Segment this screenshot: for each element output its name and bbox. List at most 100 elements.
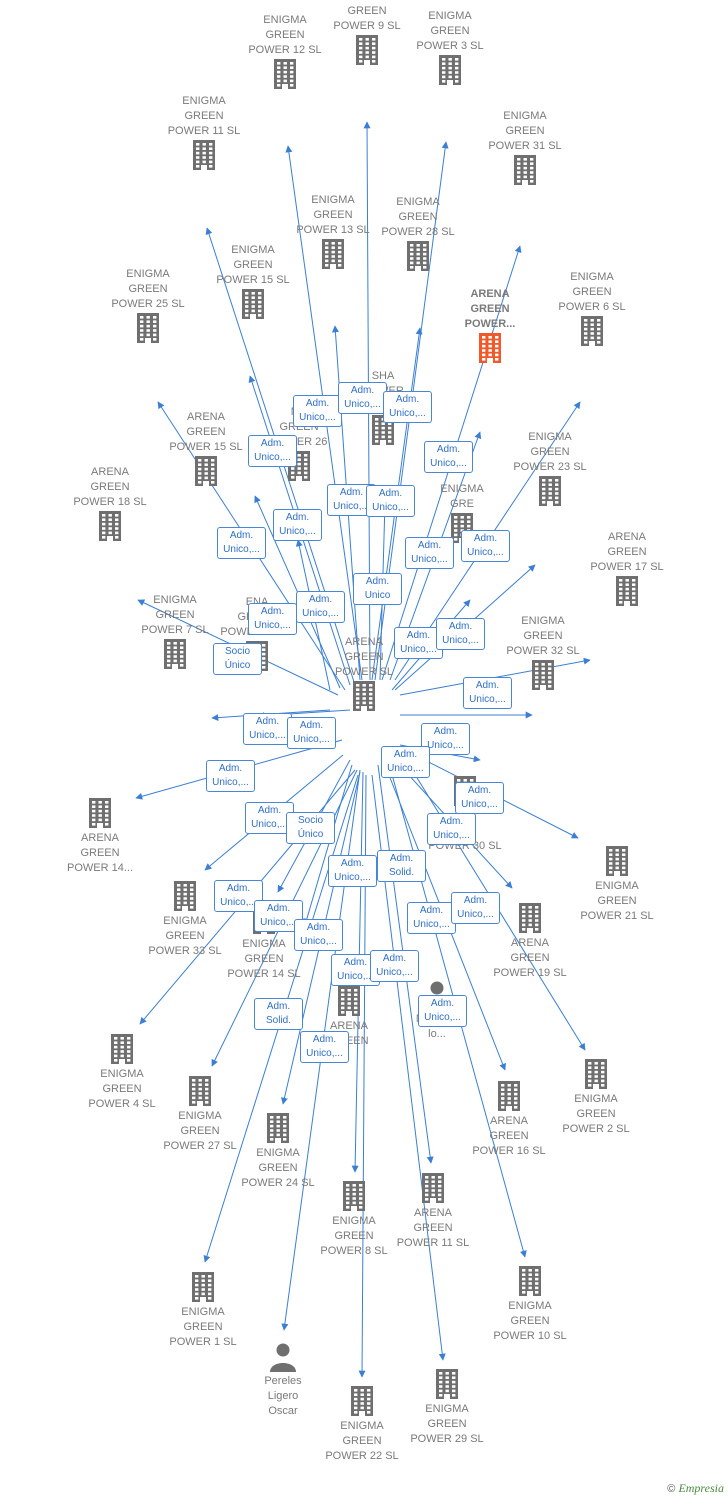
company-node[interactable]: ENIGMA GREEN POWER 8 SL	[299, 1180, 409, 1259]
link-arrow	[303, 764, 353, 926]
company-node[interactable]: ENIGMA GREEN POWER 25 SL	[93, 267, 203, 344]
building-icon	[130, 880, 240, 912]
role-tag[interactable]: Adm. Unico,...	[394, 627, 443, 659]
brand-logo-text[interactable]: Empresia	[678, 1481, 724, 1495]
node-label: ENIGMA GREEN POWER 33 SL	[148, 915, 222, 957]
building-icon	[55, 510, 165, 542]
role-tag[interactable]: Adm. Unico,...	[248, 603, 297, 635]
building-icon	[470, 154, 580, 186]
company-node[interactable]: ARENA GREEN POWER...	[435, 287, 545, 364]
node-label: Pereles Ligero Oscar	[264, 1375, 302, 1417]
role-tag[interactable]: Adm. Unico,...	[338, 382, 387, 414]
company-node[interactable]: ENIGMA GREEN POWER 11 SL	[149, 94, 259, 171]
company-node[interactable]: ENIGMA GREEN POWER 4 SL	[67, 1033, 177, 1112]
company-node[interactable]: ENIGMA GREEN POWER 7 SL	[120, 593, 230, 670]
role-tag[interactable]: Adm. Unico,...	[451, 892, 500, 924]
role-tag[interactable]: Adm. Unico,...	[455, 782, 504, 814]
company-node[interactable]: ENIGMA GREEN POWER 10 SL	[475, 1265, 585, 1344]
building-icon	[149, 139, 259, 171]
company-node[interactable]: ARENA GREEN POWER 14...	[45, 797, 155, 876]
node-label: ENIGMA GREEN POWER 9 SL	[333, 0, 401, 32]
company-node[interactable]: ENIGMA GREEN POWER 6 SL	[537, 270, 647, 347]
company-node[interactable]: ARENA GREEN POWER 11 SL	[378, 1172, 488, 1251]
role-tag[interactable]: Adm. Unico,...	[407, 902, 456, 934]
person-node[interactable]: Pereles Ligero Oscar	[228, 1342, 338, 1419]
node-label: ENIGMA GREEN POWER 10 SL	[493, 1300, 567, 1342]
company-node[interactable]: ENIGMA GREEN POWER 21 SL	[562, 845, 672, 924]
building-icon	[435, 332, 545, 364]
company-node[interactable]: ARENA GREEN POWER 15 SL	[151, 410, 261, 487]
company-node[interactable]: ENIGMA GREEN POWER 1 SL	[148, 1271, 258, 1350]
company-node[interactable]: ARENA GREEN POWER 17 SL	[572, 530, 682, 607]
building-icon	[475, 1265, 585, 1297]
company-node[interactable]: ENIGMA GREEN POWER 32 SL	[488, 614, 598, 691]
role-tag[interactable]: Adm. Unico,...	[287, 717, 336, 749]
role-tag[interactable]: Adm. Unico,...	[293, 395, 342, 427]
company-node[interactable]: ENIGMA GREEN POWER 33 SL	[130, 880, 240, 959]
role-tag[interactable]: Adm. Unico,...	[427, 813, 476, 845]
role-tag[interactable]: Adm. Solid.	[377, 850, 426, 882]
node-label: ENIGMA GREEN POWER 4 SL	[88, 1068, 156, 1110]
building-icon	[454, 1080, 564, 1112]
company-node[interactable]: ARENA GREEN POWER 18 SL	[55, 465, 165, 542]
building-icon	[151, 455, 261, 487]
role-tag[interactable]: Adm. Unico,...	[217, 527, 266, 559]
role-tag[interactable]: Adm. Unico,...	[248, 435, 297, 467]
company-node[interactable]: ENIGMA GREEN POWER 12 SL	[230, 13, 340, 90]
building-icon	[488, 659, 598, 691]
node-label: ENIGMA GREEN POWER 13 SL	[296, 194, 370, 236]
company-node[interactable]: ENIGMA GREEN POWER 9 SL	[312, 0, 422, 66]
role-tag[interactable]: Adm. Unico,...	[328, 855, 377, 887]
role-tag[interactable]: Adm. Unico,...	[366, 485, 415, 517]
node-label: ENIGMA GREEN POWER 8 SL	[320, 1215, 388, 1257]
role-tag[interactable]: Adm. Unico,...	[463, 677, 512, 709]
role-tag[interactable]: Adm. Unico,...	[424, 441, 473, 473]
company-node[interactable]: ENIGMA GREEN POWER 27 SL	[145, 1075, 255, 1154]
company-node[interactable]: ENIGMA GREEN POWER 28 SL	[363, 195, 473, 272]
role-tag[interactable]: Adm. Unico,...	[296, 591, 345, 623]
role-tag[interactable]: Adm. Unico,...	[461, 530, 510, 562]
building-icon	[378, 1172, 488, 1204]
company-node[interactable]: ENIGMA GREEN POWER 3 SL	[395, 9, 505, 86]
role-tag[interactable]: Socio Único	[213, 643, 262, 675]
role-tag[interactable]: Adm. Unico,...	[418, 995, 467, 1027]
node-label: ARENA GREEN POWER SL	[334, 636, 394, 678]
role-tag[interactable]: Adm. Unico,...	[273, 509, 322, 541]
company-node[interactable]: ENIGMA GREEN POWER 22 SL	[307, 1385, 417, 1464]
building-icon	[541, 1058, 651, 1090]
company-node[interactable]: ENIGMA GREEN POWER 23 SL	[495, 430, 605, 507]
company-node[interactable]: ARENA GREEN POWER SL	[309, 635, 419, 712]
company-node[interactable]: ENIGMA GREEN POWER 13 SL	[278, 193, 388, 270]
company-node[interactable]: ARENA GREEN POWER 16 SL	[454, 1080, 564, 1159]
role-tag[interactable]: Adm. Solid.	[254, 998, 303, 1030]
company-node[interactable]: ENIGMA GREEN POWER 2 SL	[541, 1058, 651, 1137]
role-tag[interactable]: Adm. Unico,...	[206, 760, 255, 792]
role-tag[interactable]: Adm. Unico,...	[370, 950, 419, 982]
copyright-symbol: ©	[667, 1483, 676, 1495]
node-label: ENIGMA GREEN POWER 28 SL	[381, 196, 455, 238]
role-tag[interactable]: Adm. Unico	[353, 573, 402, 605]
building-icon	[495, 475, 605, 507]
role-tag[interactable]: Socio Único	[286, 812, 335, 844]
node-label: ENIGMA GREEN POWER 24 SL	[241, 1147, 315, 1189]
company-node[interactable]: ENIGMA GREEN POWER 24 SL	[223, 1112, 333, 1191]
role-tag[interactable]: Adm. Unico,...	[294, 919, 343, 951]
company-node[interactable]: ARENA GREEN POWER 19 SL	[475, 902, 585, 981]
role-tag[interactable]: Adm. Unico,...	[245, 802, 294, 834]
node-label: ENIGMA GREEN POWER 27 SL	[163, 1110, 237, 1152]
role-tag[interactable]: Adm. Unico,...	[381, 746, 430, 778]
building-icon	[67, 1033, 177, 1065]
role-tag[interactable]: Adm. Unico,...	[243, 713, 292, 745]
role-tag[interactable]: Adm. Unico,...	[383, 391, 432, 423]
role-tag[interactable]: Adm. Unico,...	[436, 618, 485, 650]
role-tag[interactable]: Adm. Unico,...	[421, 723, 470, 755]
company-node[interactable]: ENIGMA GREEN POWER 31 SL	[470, 109, 580, 186]
company-node[interactable]: ENIGMA GREEN POWER 29 SL	[392, 1368, 502, 1447]
node-label: ENIGMA GREEN POWER 12 SL	[248, 14, 322, 56]
role-tag[interactable]: Adm. Unico,...	[405, 537, 454, 569]
role-tag[interactable]: Adm. Unico,...	[300, 1031, 349, 1063]
node-label: ARENA GREEN POWER 15 SL	[169, 411, 243, 453]
node-label: ARENA GREEN POWER 19 SL	[493, 937, 567, 979]
company-node[interactable]: ENIGMA GREEN POWER 15 SL	[198, 243, 308, 320]
building-icon	[307, 1385, 417, 1417]
